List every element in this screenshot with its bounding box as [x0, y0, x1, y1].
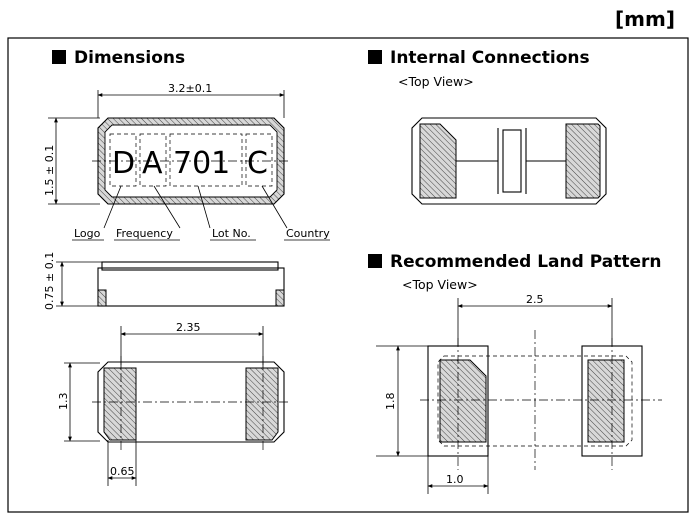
diagram-frame [7, 37, 689, 513]
pad-pitch-dimension: 2.35 [176, 321, 201, 334]
dimensions-section: Dimensions 3.2±0.1 1.5 ± 0.1 D A 701 C [43, 48, 330, 486]
land-pattern-section: Recommended Land Pattern <Top View> 2.5 … [368, 252, 662, 494]
width-dimension: 1.5 ± 0.1 [43, 145, 56, 196]
land-view-label: <Top View> [402, 277, 478, 292]
internal-connections-section: Internal Connections <Top View> [368, 48, 607, 205]
land-height-dimension: 1.8 [384, 393, 397, 411]
internal-view-label: <Top View> [398, 74, 474, 89]
dimensions-heading: Dimensions [74, 48, 185, 68]
side-view: 0.75 ± 0.1 [43, 252, 285, 310]
internal-heading: Internal Connections [390, 48, 590, 68]
length-dimension: 3.2±0.1 [168, 82, 212, 95]
unit-label: [mm] [615, 7, 675, 31]
bottom-view: 2.35 1.3 0.65 [57, 321, 290, 486]
callout-country: Country [286, 227, 330, 240]
marking-frequency: A [142, 146, 163, 181]
callout-logo: Logo [74, 227, 101, 240]
callout-lot: Lot No. [212, 227, 251, 240]
height-dimension: 0.75 ± 0.1 [43, 252, 56, 310]
section-bullet-icon [368, 254, 382, 268]
section-bullet-icon [52, 50, 66, 64]
marking-lot: 701 [173, 146, 230, 181]
marking-country: C [247, 146, 268, 181]
pad-width-dimension: 0.65 [110, 465, 135, 478]
land-width-dimension: 1.0 [446, 473, 464, 486]
top-view-marking: 3.2±0.1 1.5 ± 0.1 D A 701 C [43, 82, 330, 241]
pad-height-dimension: 1.3 [57, 393, 70, 411]
land-pitch-dimension: 2.5 [526, 293, 544, 306]
marking-logo: D [112, 146, 135, 181]
section-bullet-icon [368, 50, 382, 64]
land-heading: Recommended Land Pattern [390, 252, 661, 272]
callout-frequency: Frequency [116, 227, 173, 240]
